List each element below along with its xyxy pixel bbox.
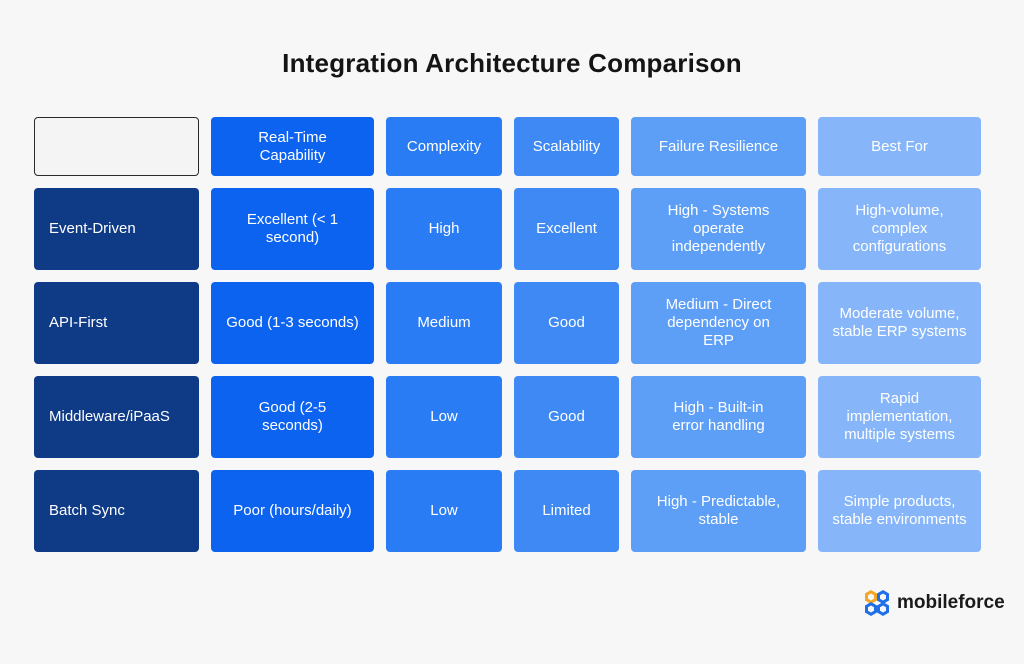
cell-complexity: Medium — [386, 282, 502, 364]
cell-best-for: Rapid implementation, multiple systems — [818, 376, 981, 458]
cell-realtime: Poor (hours/daily) — [211, 470, 374, 552]
cell-best-for: Simple products, stable environments — [818, 470, 981, 552]
cell-complexity: Low — [386, 470, 502, 552]
brand-name: mobileforce — [897, 592, 1005, 613]
cell-resilience: High - Built-in error handling — [631, 376, 806, 458]
header-complexity: Complexity — [386, 117, 502, 176]
cell-realtime: Good (2-5 seconds) — [211, 376, 374, 458]
page-title: Integration Architecture Comparison — [282, 48, 742, 78]
cell-resilience: Medium - Direct dependency on ERP — [631, 282, 806, 364]
cell-resilience: High - Predictable, stable — [631, 470, 806, 552]
cell-best-for: Moderate volume, stable ERP systems — [818, 282, 981, 364]
mobileforce-logo-icon — [865, 590, 889, 616]
header-resilience: Failure Resilience — [631, 117, 806, 176]
brand-logo: mobileforce — [862, 589, 1005, 617]
cell-scalability: Good — [514, 376, 619, 458]
cell-realtime: Good (1-3 seconds) — [211, 282, 374, 364]
header-scalability: Scalability — [514, 117, 619, 176]
row-header-event-driven: Event-Driven — [34, 188, 199, 270]
row-header-batch-sync: Batch Sync — [34, 470, 199, 552]
cell-best-for: High-volume, complex configurations — [818, 188, 981, 270]
row-header-middleware-ipaas: Middleware/iPaaS — [34, 376, 199, 458]
comparison-table: Characteristic Real-Time Capability Comp… — [34, 117, 981, 552]
cell-scalability: Excellent — [514, 188, 619, 270]
header-best-for: Best For — [818, 117, 981, 176]
row-header-api-first: API-First — [34, 282, 199, 364]
cell-scalability: Limited — [514, 470, 619, 552]
header-realtime: Real-Time Capability — [211, 117, 374, 176]
cell-complexity: High — [386, 188, 502, 270]
cell-realtime: Excellent (< 1 second) — [211, 188, 374, 270]
cell-complexity: Low — [386, 376, 502, 458]
header-characteristic: Characteristic — [34, 117, 199, 176]
cell-scalability: Good — [514, 282, 619, 364]
cell-resilience: High - Systems operate independently — [631, 188, 806, 270]
